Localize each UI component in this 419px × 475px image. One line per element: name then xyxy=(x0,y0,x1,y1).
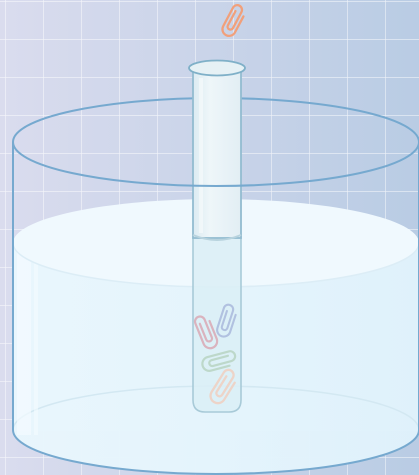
test-tube-highlight xyxy=(199,78,203,233)
glass-highlight-left xyxy=(17,245,31,435)
glass-highlight-thin xyxy=(34,245,38,435)
test-tube-mouth xyxy=(189,61,245,76)
